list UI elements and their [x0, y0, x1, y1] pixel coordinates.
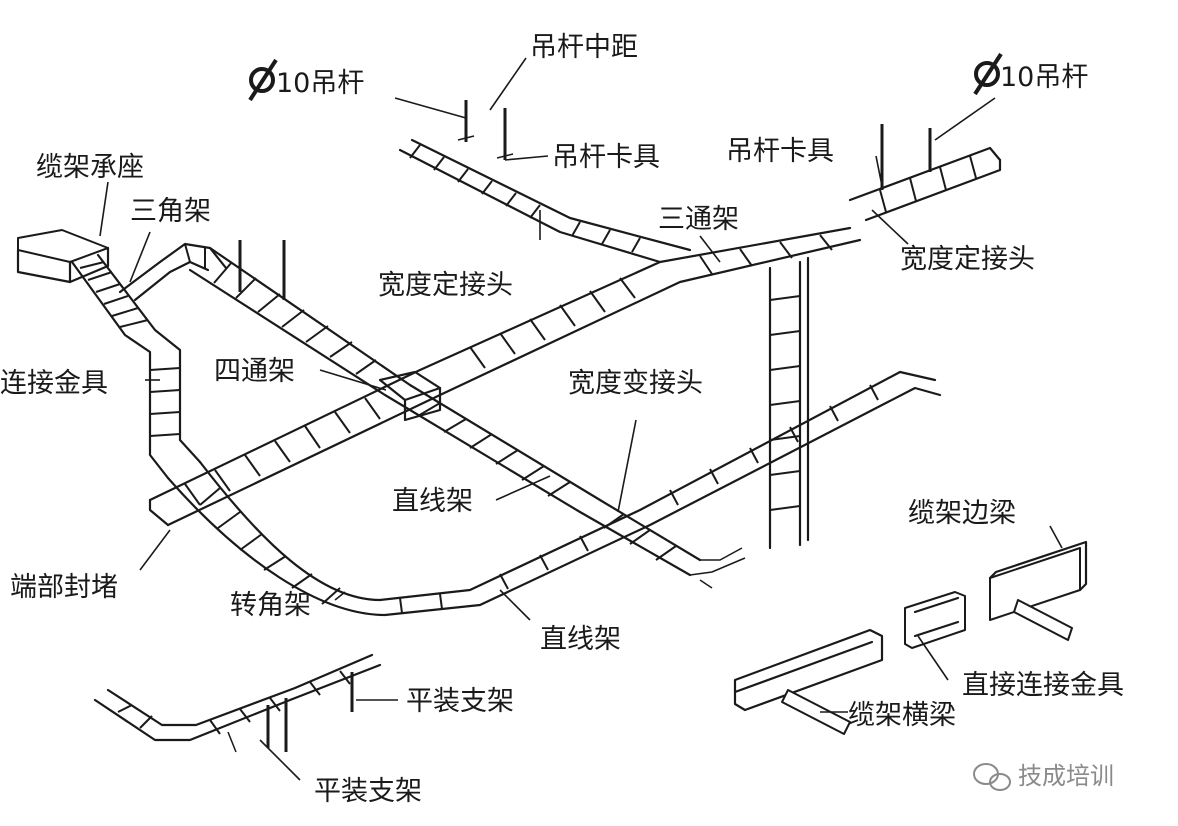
label-straight-tray-bottom: 直线架: [540, 624, 621, 655]
label-straight-tray-center: 直线架: [392, 486, 473, 517]
diameter-symbol-right: [973, 52, 1003, 96]
label-hanger-rod-right: 10吊杆: [1000, 62, 1088, 93]
cable-tray-drawing: [16, 100, 1088, 753]
label-corner-tray: 转角架: [230, 590, 311, 621]
label-width-fixed-joint-center: 宽度定接头: [378, 270, 513, 301]
label-flat-support-top: 平装支架: [406, 686, 514, 717]
label-direct-connect-fitting: 直接连接金具: [962, 670, 1124, 701]
label-triangle-bracket: 三角架: [130, 196, 211, 227]
label-connect-fitting: 连接金具: [0, 368, 108, 399]
label-cross-tray: 四通架: [214, 356, 295, 387]
label-hanger-rod-left: 10吊杆: [276, 68, 364, 99]
label-width-reducer-joint: 宽度变接头: [568, 368, 703, 399]
watermark: 技成培训: [973, 762, 1114, 791]
diameter-symbol-left: [248, 58, 278, 102]
label-end-cap: 端部封堵: [10, 572, 118, 603]
label-tray-bearing: 缆架承座: [36, 152, 144, 183]
label-leader-lines: [99, 57, 1063, 781]
label-tee-tray: 三通架: [658, 204, 739, 235]
label-flat-support-bottom: 平装支架: [314, 776, 422, 807]
label-rod-clamp-right: 吊杆卡具: [726, 136, 834, 167]
label-rod-clamp-top: 吊杆卡具: [552, 142, 660, 173]
label-hanger-spacing: 吊杆中距: [530, 32, 638, 63]
wechat-icon: [973, 763, 1011, 791]
label-tray-side-beam: 缆架边梁: [908, 498, 1016, 529]
label-width-fixed-joint-right: 宽度定接头: [900, 244, 1035, 275]
watermark-text: 技成培训: [1018, 762, 1114, 790]
label-tray-cross-beam: 缆架横梁: [848, 700, 956, 731]
